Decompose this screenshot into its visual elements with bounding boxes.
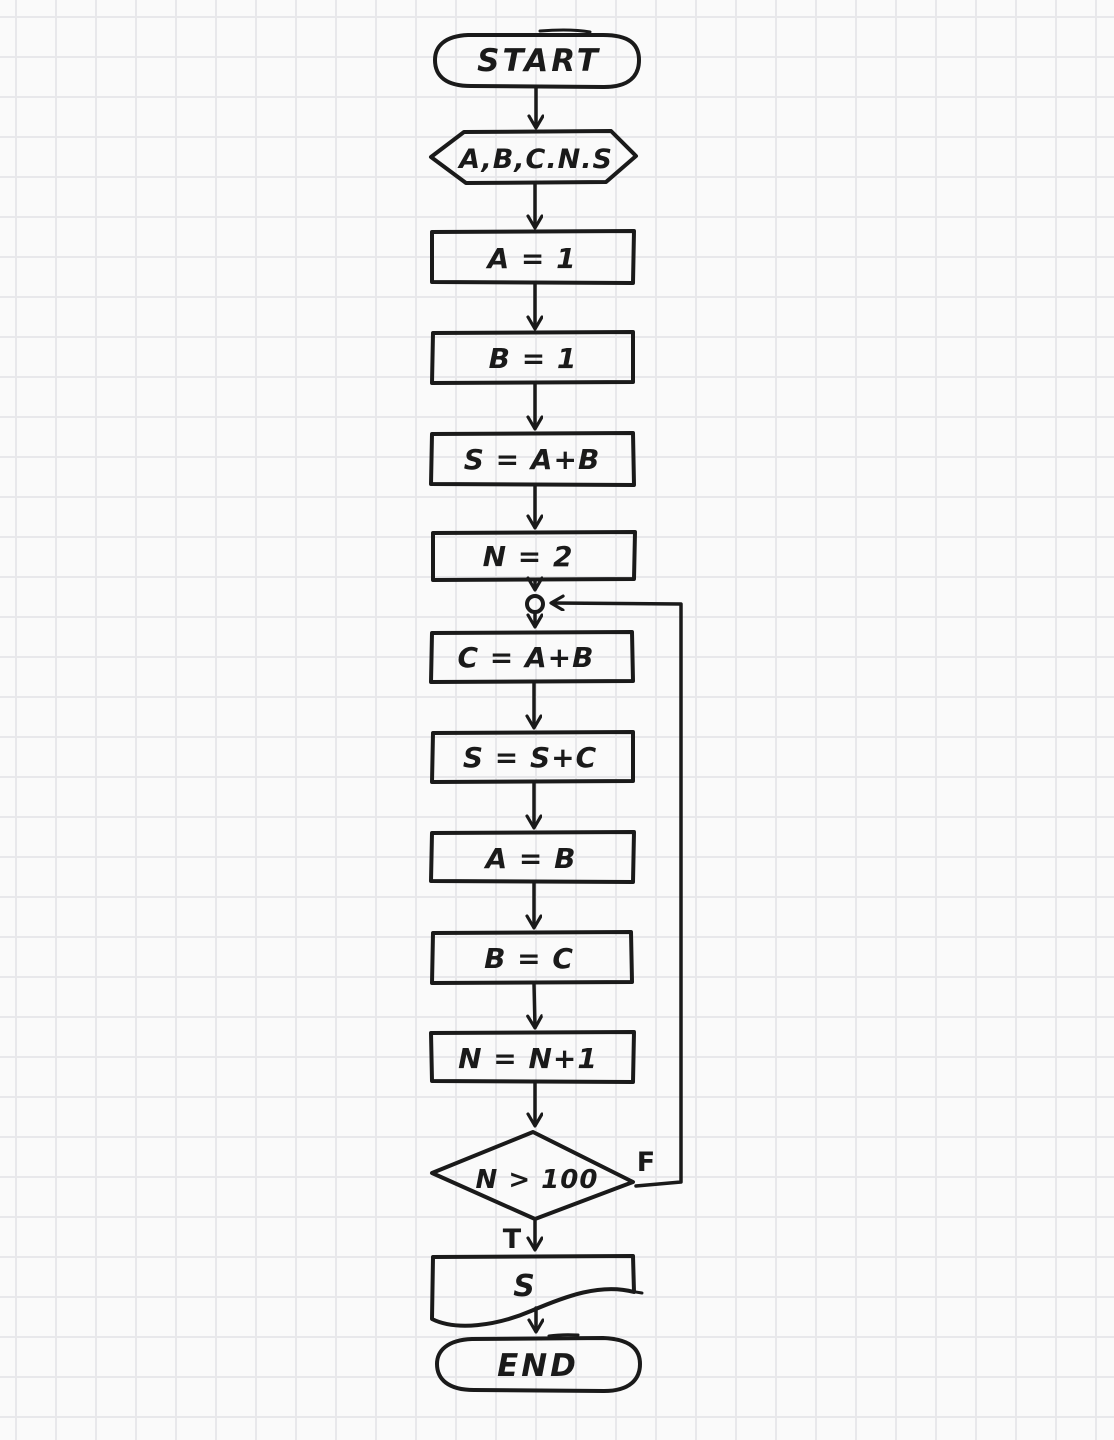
edges (534, 85, 683, 1331)
sketch-overstroke (538, 28, 592, 34)
node-label: A = B (484, 842, 577, 875)
sketch-overstroke (547, 1333, 580, 1338)
node-shift-b: B = C (430, 930, 634, 985)
process-shape (430, 930, 634, 985)
node-init-b: B = 1 (430, 330, 635, 385)
node-label: S = A+B (464, 443, 601, 476)
node-label: END (497, 1348, 579, 1384)
terminator-shape (433, 33, 641, 89)
false-branch-label: F (637, 1147, 655, 1178)
process-shape (429, 630, 635, 684)
node-label: B = C (484, 942, 574, 975)
sketch-overstroke (628, 1289, 644, 1295)
decision-diamond-shape (430, 1130, 635, 1221)
process-shape (429, 431, 636, 487)
node-start: START (433, 28, 641, 89)
node-label: A,B,C.N.S (457, 144, 613, 175)
node-label: S (513, 1269, 535, 1304)
node-decision: N > 100 (430, 1130, 635, 1221)
process-shape (430, 330, 635, 385)
node-label: A = 1 (485, 242, 576, 275)
connector-circle (525, 594, 545, 614)
edge-shift-b-to-inc-n (534, 982, 535, 1027)
process-shape (430, 229, 636, 285)
node-label: C = A+B (458, 641, 595, 674)
loop-junction (525, 594, 545, 614)
terminator-shape (435, 1336, 642, 1393)
node-end: END (435, 1333, 642, 1393)
node-shift-a: A = B (429, 830, 636, 884)
node-label: S = S+C (463, 741, 597, 774)
document-shape (430, 1254, 636, 1328)
node-input: A,B,C.N.S (429, 129, 638, 185)
process-shape (430, 730, 635, 784)
edge-decision-false-loop-back (552, 603, 683, 1188)
node-inc-n: N = N+1 (429, 1030, 636, 1084)
node-label: N = N+1 (458, 1042, 598, 1075)
node-init-a: A = 1 (430, 229, 636, 285)
node-label: START (477, 43, 601, 79)
node-label: N > 100 (476, 1165, 599, 1195)
hexagon-shape (429, 129, 638, 185)
true-branch-label: T (503, 1224, 522, 1255)
node-init-s: S = A+B (429, 431, 636, 487)
node-label: B = 1 (489, 342, 578, 375)
node-acc-s: S = S+C (430, 730, 635, 784)
node-output-s: S (430, 1254, 644, 1328)
process-shape (429, 1030, 636, 1084)
process-shape (429, 830, 636, 884)
process-shape (431, 530, 637, 582)
node-label: N = 2 (483, 540, 574, 573)
node-calc-c: C = A+B (429, 630, 635, 684)
node-init-n: N = 2 (431, 530, 637, 582)
